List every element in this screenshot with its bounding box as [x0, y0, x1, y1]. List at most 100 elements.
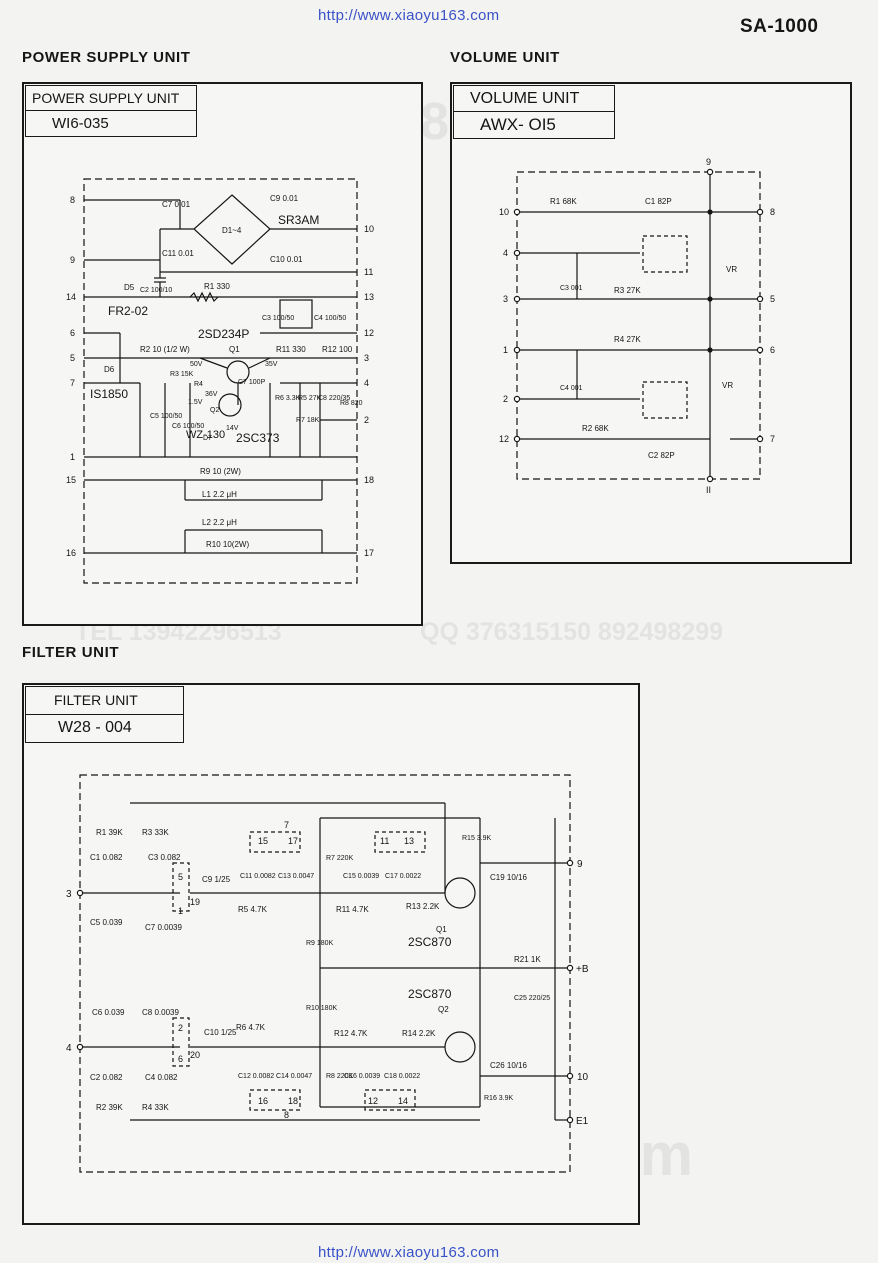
filter-pin-label: 11: [380, 836, 389, 846]
ps-d5-label: D5: [124, 283, 135, 292]
ps-pin-label: 1: [70, 452, 75, 462]
ps-d7-label: D7: [203, 435, 212, 442]
filter-pin-label: 14: [398, 1096, 408, 1106]
ps-l1-label: L1 2.2 μH: [202, 490, 237, 499]
ps-c10-label: C10 0.01: [270, 255, 303, 264]
ps-dashed-board: [83, 178, 358, 584]
filter-c15-label: C15 0.0039: [343, 873, 379, 880]
filter-c10-label: C10 1/25: [204, 1028, 237, 1037]
ps-d6-part: IS1850: [90, 387, 128, 401]
filter-pin-label: 1: [178, 906, 183, 916]
filter-c8-label: C8 0.0039: [142, 1008, 179, 1017]
filter-r7-label: R7 220K: [326, 855, 354, 862]
vol-pin-label: 5: [770, 294, 775, 304]
filter-r21-label: R21 1K: [514, 955, 541, 964]
power-supply-title-box: POWER SUPPLY UNIT WI6-035: [25, 85, 197, 137]
vol-pin-label: II: [706, 485, 711, 495]
ps-v15: 1.5V: [188, 399, 203, 406]
filter-r2-label: R2 39K: [96, 1103, 123, 1112]
ps-pin-label: 9: [70, 255, 75, 265]
volume-code: AWX- OI5: [480, 115, 556, 134]
filter-c6-label: C6 0.039: [92, 1008, 125, 1017]
ps-c2-label: C2 100/10: [140, 287, 172, 294]
filter-c14-label: C14 0.0047: [276, 1073, 312, 1080]
filter-section-label: FILTER UNIT: [22, 644, 120, 661]
ps-q2-circle: [218, 393, 242, 417]
filter-r14-label: R14 2.2K: [402, 1029, 436, 1038]
filter-r12-label: R12 4.7K: [334, 1029, 368, 1038]
vol-c1-label: C1 82P: [645, 197, 672, 206]
vol-vr1-label: VR: [726, 265, 737, 274]
ps-pin-label: 6: [70, 328, 75, 338]
filter-code: W28 - 004: [58, 719, 132, 737]
ps-l2-label: L2 2.2 μH: [202, 518, 237, 527]
ps-r4-label: R4: [194, 381, 203, 388]
filter-r4-label: R4 33K: [142, 1103, 169, 1112]
ps-c7-label: C7 0.01: [162, 200, 191, 209]
vol-pin-label: 6: [770, 345, 775, 355]
filter-r15-label: R15 3.9K: [462, 835, 492, 842]
ps-r2-label: R2 10 (1/2 W): [140, 345, 190, 354]
filter-q1-part: 2SC870: [408, 935, 452, 949]
filter-r6-label: R6 4.7K: [236, 1023, 266, 1032]
vol-pin-label: 1: [503, 345, 508, 355]
ps-v50: 50V: [190, 361, 203, 368]
ps-c9-label: C9 0.01: [270, 194, 299, 203]
filter-pin-label: 10: [577, 1072, 589, 1083]
power-supply-frame: POWER SUPPLY UNIT WI6-035: [22, 82, 423, 626]
filter-c25-label: C25 220/25: [514, 995, 550, 1002]
vol-pin-label: 12: [499, 434, 509, 444]
filter-q2-circle: [444, 1031, 476, 1063]
vol-dashed-board: [516, 171, 761, 480]
filter-pin-label: E1: [576, 1116, 589, 1127]
filter-c13-label: C13 0.0047: [278, 873, 314, 880]
filter-r1-label: R1 39K: [96, 828, 123, 837]
ps-pin-label: 2: [364, 415, 369, 425]
ps-pin-label: 12: [364, 328, 374, 338]
ps-v35: 35V: [265, 361, 278, 368]
ps-pin-label: 4: [364, 378, 369, 388]
ps-r11-label: R11 330: [276, 345, 306, 354]
filter-r3-label: R3 33K: [142, 828, 169, 837]
vol-pin-label: 2: [503, 394, 508, 404]
url-top[interactable]: http://www.xiaoyu163.com: [318, 7, 500, 24]
vol-r4-label: R4 27K: [614, 335, 641, 344]
ps-c8-label: C8 220/35: [318, 395, 350, 402]
filter-r8-label: R8 220K: [326, 1073, 354, 1080]
ps-pin-label: 7: [70, 378, 75, 388]
vol-pin-label: 10: [499, 207, 509, 217]
filter-q2-label: Q2: [438, 1005, 449, 1014]
filter-c4-label: C4 0.082: [145, 1073, 178, 1082]
ps-pin-label: 15: [66, 475, 76, 485]
filter-c12-label: C12 0.0082: [238, 1073, 274, 1080]
filter-c9-label: C9 1/25: [202, 875, 231, 884]
filter-pin-label: 13: [404, 836, 414, 846]
ps-c7b-label: C7 100P: [238, 379, 266, 386]
filter-c2-label: C2 0.082: [90, 1073, 123, 1082]
ps-pin-label: 17: [364, 548, 374, 558]
filter-pin-label: 6: [178, 1054, 183, 1064]
ps-c4-label: C4 100/50: [314, 315, 346, 322]
ps-r6-label: R6 3.3K: [275, 395, 301, 402]
filter-pin-label: 20: [190, 1050, 200, 1060]
filter-pin-label: 15: [258, 836, 268, 846]
vol-pin-label: 7: [770, 434, 775, 444]
ps-q1-part: 2SD234P: [198, 327, 249, 341]
model-number: SA-1000: [740, 16, 819, 37]
filter-c7-label: C7 0.0039: [145, 923, 182, 932]
filter-c5-label: C5 0.039: [90, 918, 123, 927]
url-bottom[interactable]: http://www.xiaoyu163.com: [318, 1244, 500, 1261]
power-supply-title: POWER SUPPLY UNIT: [26, 86, 196, 111]
ps-r10-label: R10 10(2W): [206, 540, 249, 549]
filter-c26-label: C26 10/16: [490, 1061, 527, 1070]
filter-pin-label: +B: [576, 964, 589, 975]
ps-d5-part: FR2-02: [108, 304, 148, 318]
vol-r3-label: R3 27K: [614, 286, 641, 295]
filter-pin-label: 3: [66, 889, 72, 900]
filter-pin-label: 19: [190, 897, 200, 907]
filter-r9-label: R9 180K: [306, 940, 334, 947]
filter-c18-label: C18 0.0022: [384, 1073, 420, 1080]
filter-r13-label: R13 2.2K: [406, 902, 440, 911]
ps-d14-label: D1~4: [222, 226, 242, 235]
